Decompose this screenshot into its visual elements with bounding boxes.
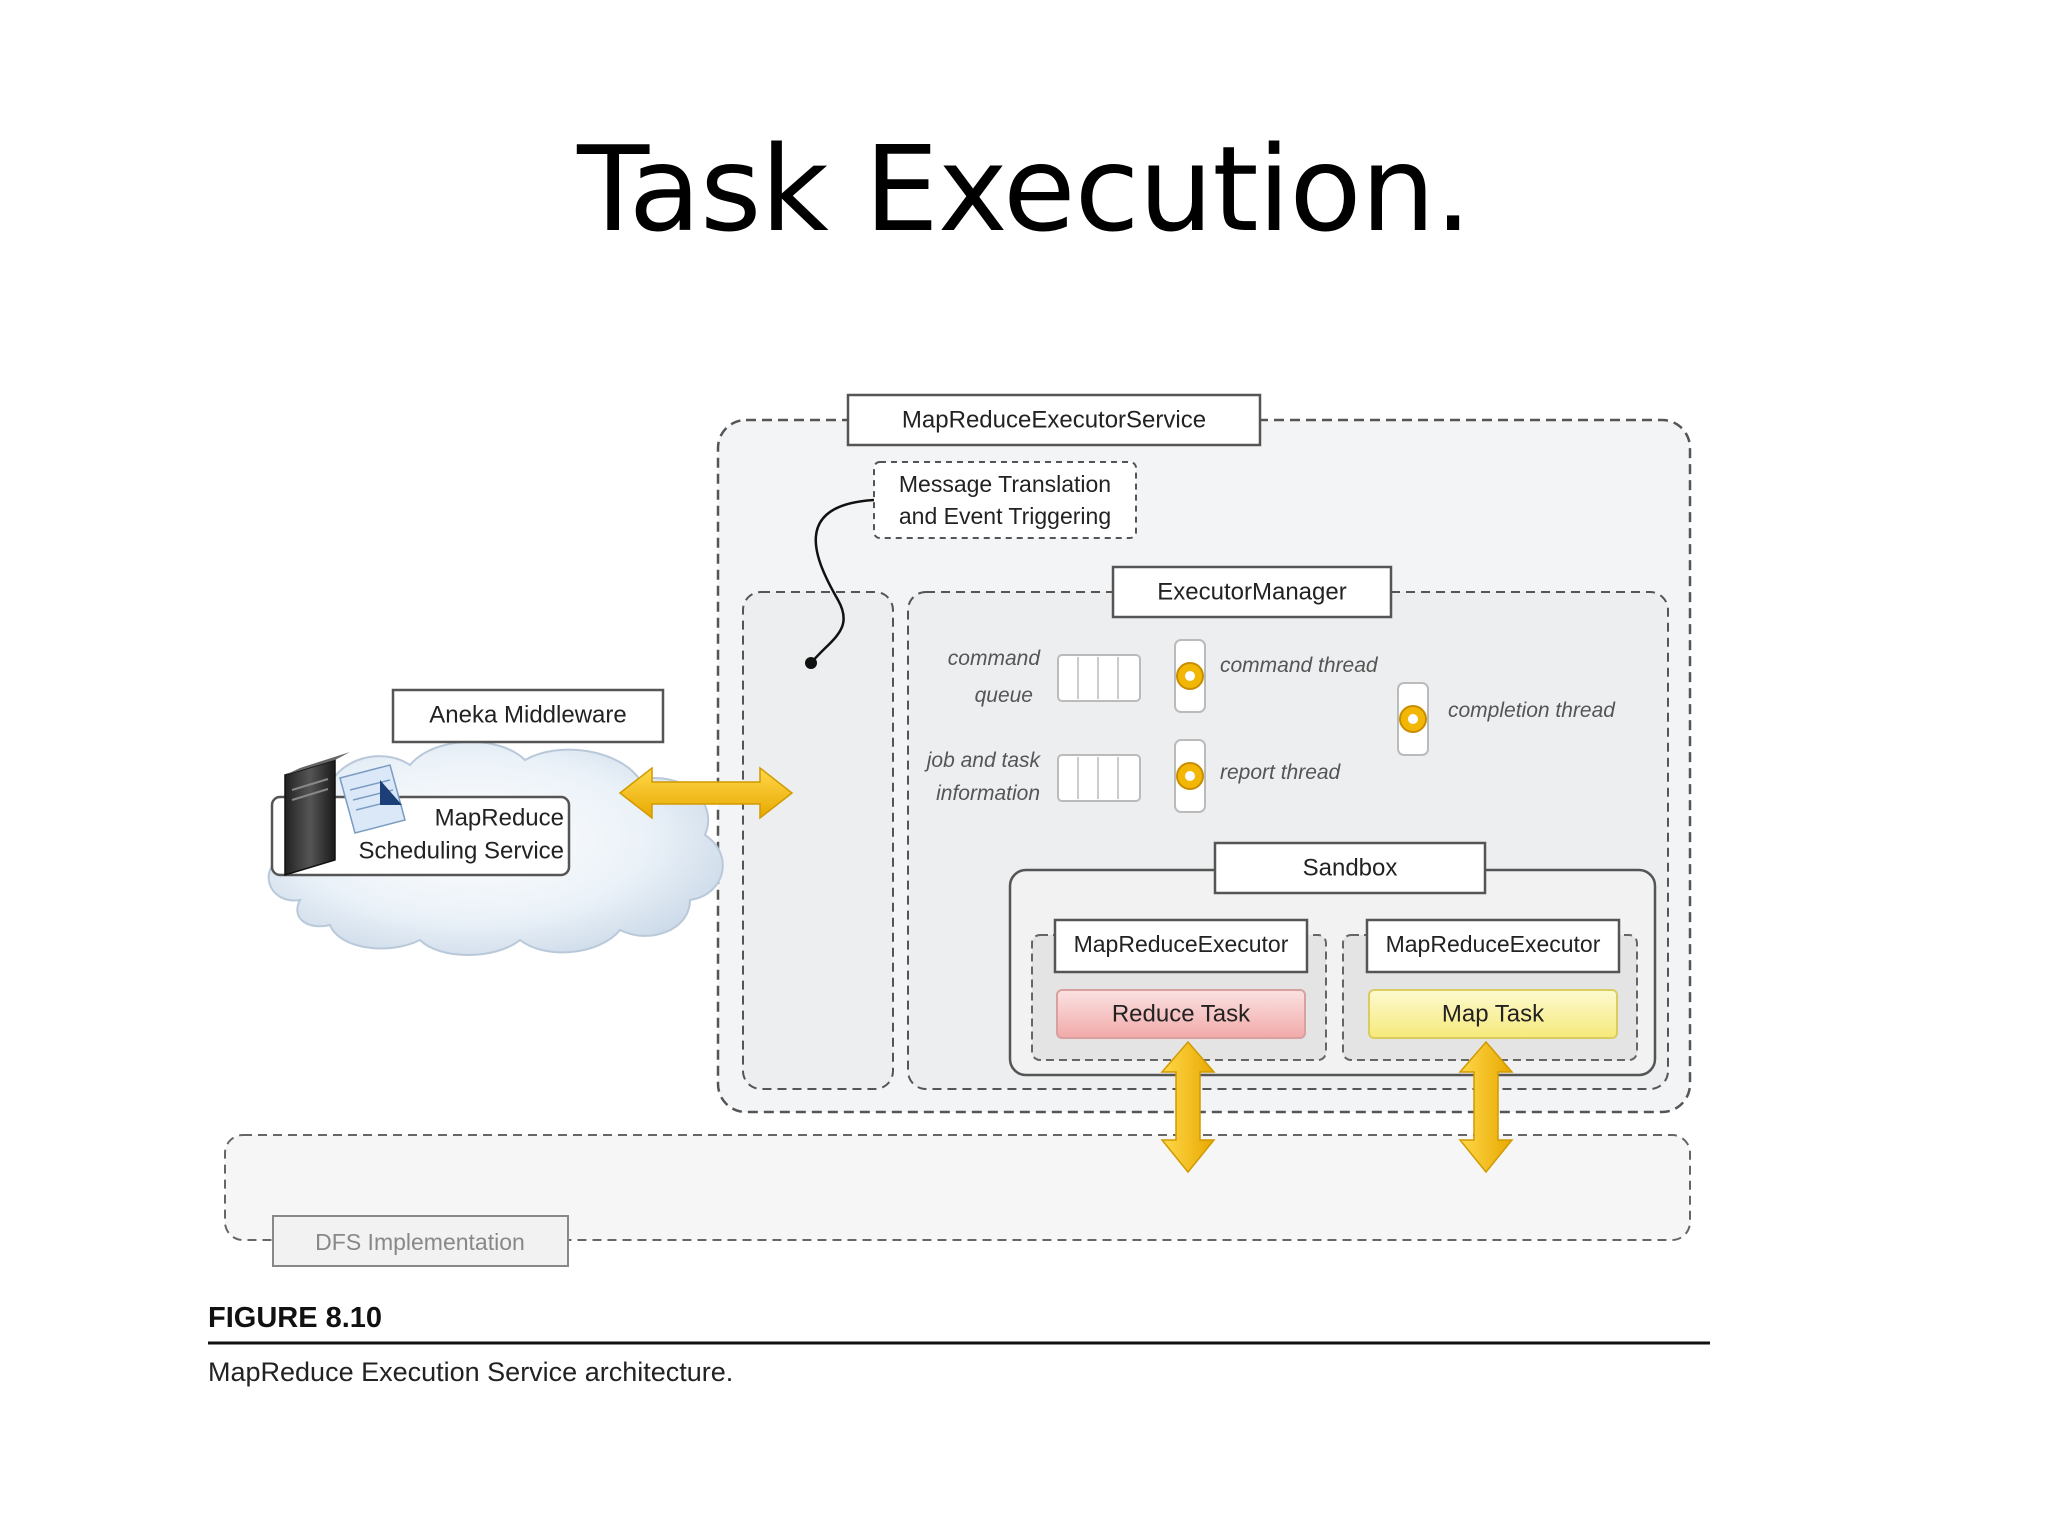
message-translation-line2: and Event Triggering <box>899 503 1111 529</box>
queue-icon <box>1057 654 1141 702</box>
message-translation-line1: Message Translation <box>899 471 1111 497</box>
executor-left-label: MapReduceExecutor <box>1074 931 1289 957</box>
double-arrow-icon <box>1458 1040 1514 1174</box>
executor-right: MapReduceExecutor Map Task <box>1342 918 1638 1061</box>
executor-service-label: MapReduceExecutorService <box>902 406 1206 433</box>
completion-thread-label: completion thread <box>1448 699 1616 722</box>
executor-right-label: MapReduceExecutor <box>1386 931 1601 957</box>
connector-dot <box>805 657 817 669</box>
gear-icon <box>1397 682 1429 756</box>
gear-icon <box>1174 639 1206 713</box>
queue-icon <box>1057 754 1141 802</box>
executor-manager-label: ExecutorManager <box>1157 578 1346 605</box>
double-arrow-icon <box>618 766 794 820</box>
scheduling-service-line1: MapReduce <box>435 804 564 831</box>
map-task-label: Map Task <box>1442 1000 1545 1027</box>
reduce-task-label: Reduce Task <box>1112 1000 1251 1027</box>
command-queue-label-1: command <box>948 647 1042 670</box>
aneka-middleware-label: Aneka Middleware <box>429 701 626 728</box>
message-translation-box: Message Translation and Event Triggering <box>873 461 1137 539</box>
gear-icon <box>1174 739 1206 813</box>
sandbox-label: Sandbox <box>1303 854 1398 881</box>
job-task-label-2: information <box>936 782 1040 805</box>
server-icon <box>284 752 350 877</box>
scheduling-service-box: MapReduce Scheduling Service <box>270 795 571 877</box>
slide-title: Task Execution. <box>577 120 1472 258</box>
dfs-label: DFS Implementation <box>315 1229 525 1255</box>
report-thread-label: report thread <box>1220 761 1342 784</box>
double-arrow-icon <box>1160 1040 1216 1174</box>
command-thread-label: command thread <box>1220 654 1379 677</box>
document-icon <box>339 764 406 834</box>
scheduling-service-line2: Scheduling Service <box>359 837 564 864</box>
figure-number: FIGURE 8.10 <box>208 1302 382 1334</box>
aneka-middleware-box: Aneka Middleware <box>391 688 665 744</box>
dfs-layer: DFS Implementation <box>224 1134 1691 1267</box>
figure-caption: MapReduce Execution Service architecture… <box>208 1357 733 1387</box>
executor-left: MapReduceExecutor Reduce Task <box>1031 918 1327 1061</box>
job-task-label-1: job and task <box>924 749 1042 772</box>
message-handler-column <box>742 591 894 1090</box>
message-connector <box>811 498 875 663</box>
command-queue-label-2: queue <box>975 684 1033 707</box>
